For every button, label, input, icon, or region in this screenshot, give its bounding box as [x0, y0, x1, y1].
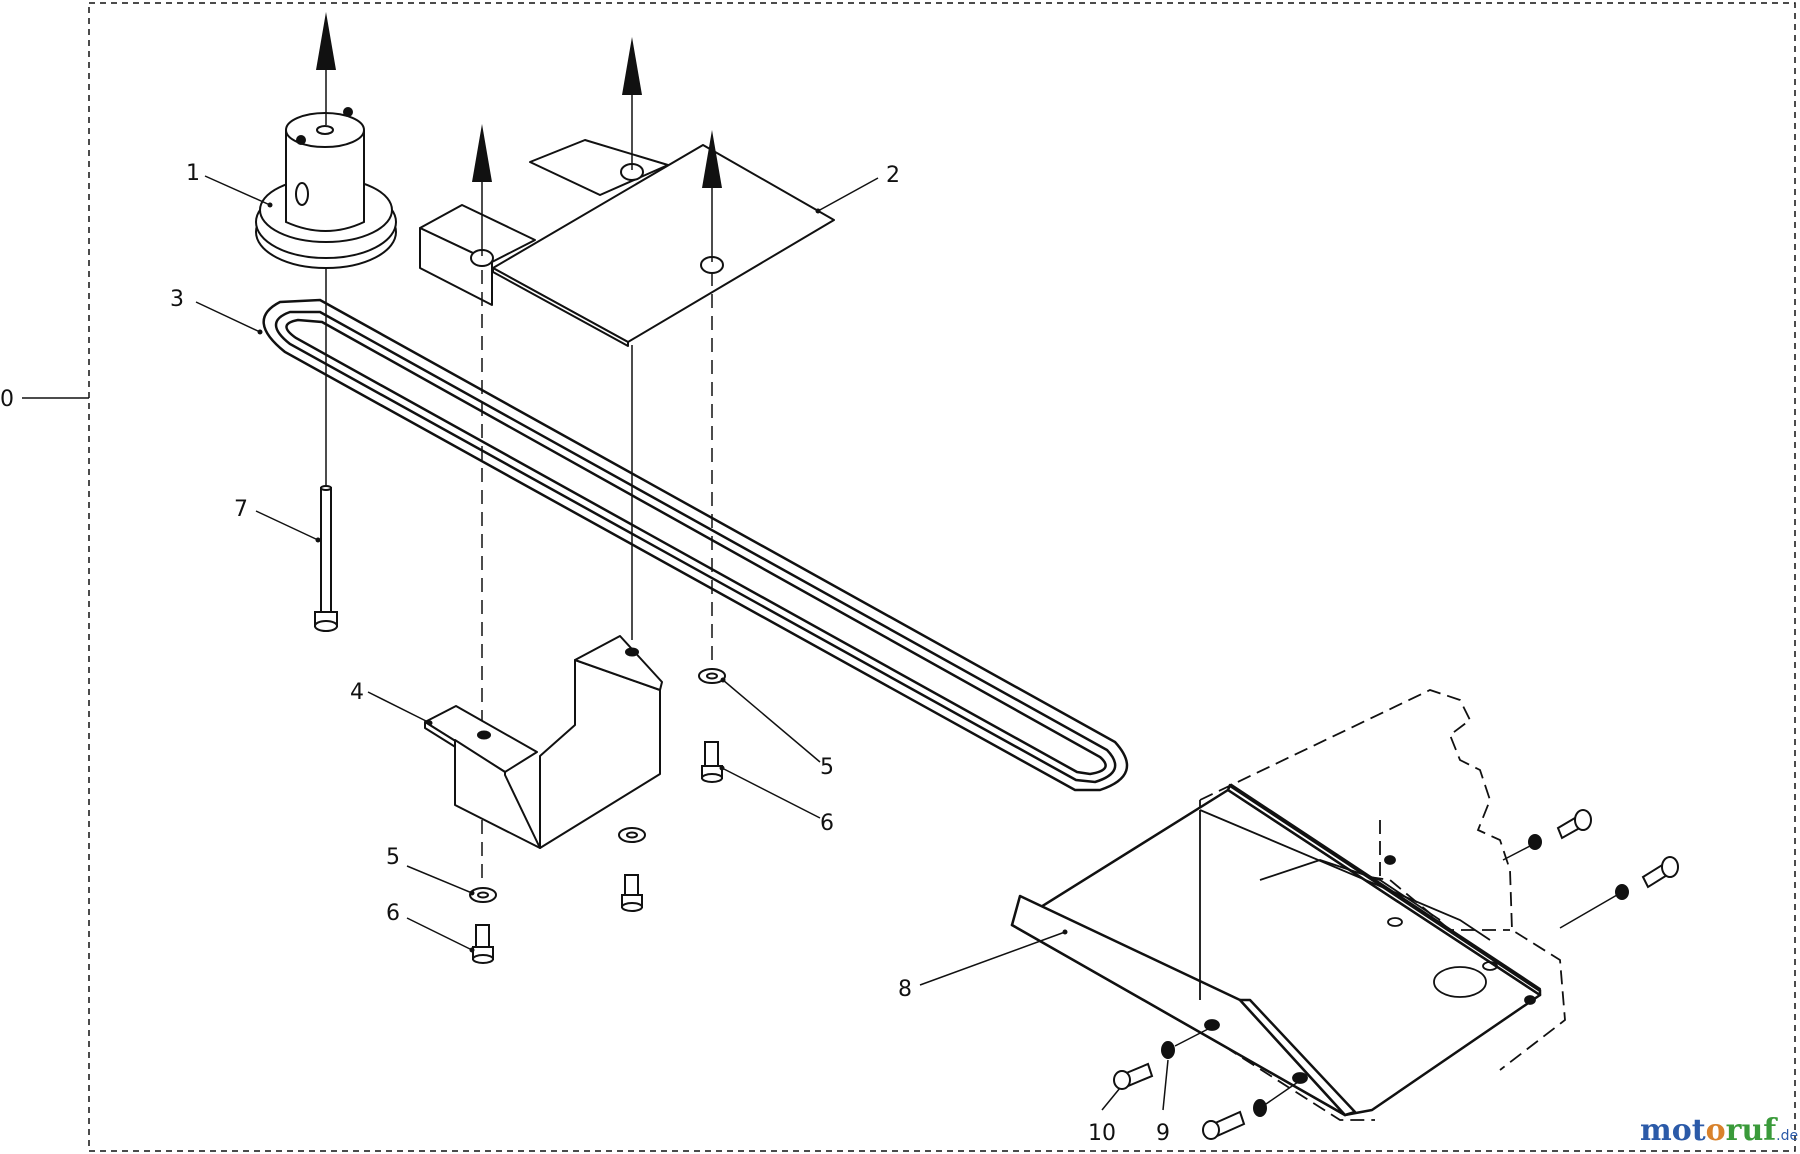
base-plate-part-8	[1010, 783, 1542, 1117]
long-bolt-part-7	[314, 485, 338, 632]
bolt-part-6-left	[472, 924, 494, 964]
arrow-up-icon	[702, 130, 722, 188]
callout-7: 7	[234, 497, 248, 522]
callout-4: 4	[350, 680, 364, 705]
callout-3: 3	[170, 287, 184, 312]
svg-text:motoruf.de: motoruf.de	[1640, 1113, 1798, 1148]
pulley-part-1	[255, 107, 397, 269]
arrow-up-icon	[316, 12, 336, 70]
washer-center	[618, 827, 646, 843]
assembly-boundary	[88, 2, 1796, 1152]
bolt-right-top	[1528, 809, 1592, 850]
washer-part-5-left	[469, 887, 497, 903]
belt-part-3	[262, 298, 1129, 792]
bolt-right-bottom	[1615, 856, 1679, 900]
leader-lines	[22, 175, 1169, 1111]
bolt-part-6	[701, 741, 723, 783]
callout-8: 8	[898, 977, 912, 1002]
callout-2: 2	[886, 163, 900, 188]
callout-6-right: 6	[820, 811, 834, 836]
callout-0: 0	[0, 387, 14, 412]
callout-9: 9	[1156, 1121, 1170, 1146]
bolt-center	[621, 874, 643, 912]
callout-10: 10	[1088, 1121, 1116, 1146]
bracket-part-4	[424, 635, 663, 849]
frame-solid	[1199, 809, 1536, 1084]
motoruf-logo: motoruf.de	[1640, 1113, 1798, 1148]
arrow-up-icon	[472, 124, 492, 182]
callout-5-left: 5	[386, 845, 400, 870]
leader-dots	[257, 202, 1068, 953]
arrow-up-icon	[622, 37, 642, 95]
washer-part-9	[1161, 1041, 1175, 1059]
bolt-bottom-right	[1202, 1099, 1267, 1140]
washer-part-5	[698, 668, 726, 684]
cover-plate-part-2	[419, 139, 835, 347]
bolt-part-10	[1113, 1062, 1154, 1090]
callout-6-left: 6	[386, 901, 400, 926]
callout-1: 1	[186, 161, 200, 186]
callout-5-right: 5	[820, 755, 834, 780]
